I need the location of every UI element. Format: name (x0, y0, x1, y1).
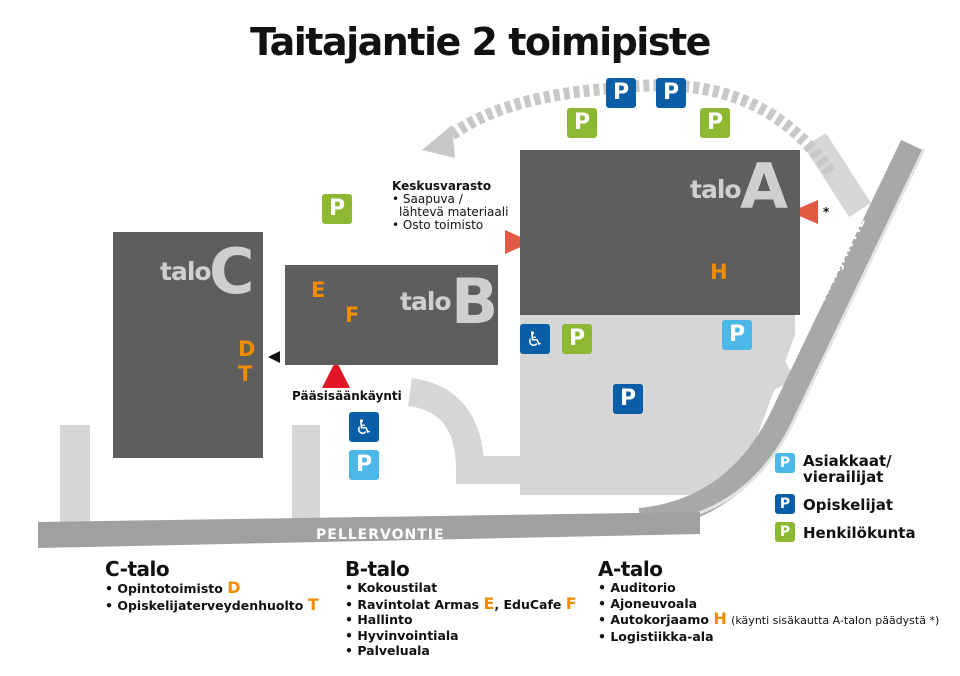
section-c-talo: C-talo Opintotoimisto D Opiskelijatervey… (105, 558, 319, 613)
section-a-talo: A-talo Auditorio Ajoneuvoala Autokorjaam… (598, 558, 939, 644)
list-item: Hyvinvointiala (345, 628, 577, 644)
keskusvarasto-item: Saapuva / (402, 192, 463, 206)
list-item: Logistiikka-ala (598, 629, 939, 645)
parking-students: P (606, 78, 636, 108)
item-text: Autokorjaamo (610, 612, 709, 627)
asterisk-label: * (823, 205, 830, 219)
wheelchair-parking-icon: ♿ (349, 412, 379, 442)
keskusvarasto-entrance-arrow (505, 230, 532, 254)
pellervontie-road (38, 512, 700, 548)
list-item: Ajoneuvoala (598, 596, 939, 612)
page-title: Taitajantie 2 toimipiste (250, 20, 711, 64)
pellervontie-label: PELLERVONTIE (316, 527, 445, 543)
marker-t: T (238, 362, 253, 386)
legend-visitors-swatch: P (775, 453, 795, 473)
list-item: Palveluala (345, 643, 577, 659)
parking-students: P (613, 384, 643, 414)
item-note: (käynti sisäkautta A-talon päädystä *) (731, 614, 940, 627)
section-title: B-talo (345, 557, 410, 581)
marker-f: F (565, 593, 577, 613)
access-road-east (740, 361, 795, 404)
a-end-entrance-arrow (790, 200, 818, 224)
legend-students-swatch: P (775, 494, 795, 514)
item-text: Opiskelijaterveydenhuolto (117, 597, 304, 613)
keskusvarasto-item: lähtevä materiaali (399, 205, 509, 219)
legend-staff-swatch: P (775, 522, 795, 542)
parking-staff: P (322, 194, 352, 224)
c-entrance-arrow (268, 351, 280, 363)
building-letter: C (209, 235, 255, 308)
legend-staff-label: Henkilökunta (803, 524, 916, 542)
building-label: talo (400, 287, 452, 316)
parking-lot (520, 315, 795, 495)
marker-e: E (483, 593, 495, 613)
building-c[interactable]: talo C D T (113, 232, 263, 458)
traffic-loop-arrow (441, 79, 835, 176)
building-b[interactable]: talo B E F (285, 265, 498, 365)
parking-staff: P (700, 108, 730, 138)
building-label: talo (160, 257, 212, 286)
list-item: Opintotoimisto D (105, 580, 319, 597)
marker-h: H (710, 260, 728, 284)
list-item: Ravintolat Armas E, EduCafe F (345, 593, 577, 613)
parking-visitors: P (722, 320, 752, 350)
list-item: Kokoustilat (345, 580, 577, 596)
marker-h: H (713, 609, 727, 628)
keskusvarasto-label: Keskusvarasto • Saapuva / lähtevä materi… (392, 179, 509, 232)
marker-t: T (307, 594, 319, 614)
item-text: Ravintolat Armas (357, 596, 480, 612)
keskusvarasto-title: Keskusvarasto (392, 179, 492, 193)
section-title: A-talo (598, 557, 663, 581)
list-item: Autokorjaamo H (käynti sisäkautta A-talo… (598, 611, 939, 629)
building-letter: A (740, 150, 788, 223)
parking-visitors: P (349, 450, 379, 480)
loop-arrowhead (422, 125, 455, 158)
parking-staff: P (567, 108, 597, 138)
building-a[interactable]: talo A H (520, 150, 800, 315)
access-road-curve (407, 378, 525, 484)
item-text: Opintotoimisto (117, 581, 223, 596)
marker-f: F (345, 303, 360, 327)
section-title: C-talo (105, 557, 170, 581)
item-text: , EduCafe (494, 596, 562, 612)
marker-d: D (227, 578, 241, 597)
section-b-talo: B-talo Kokoustilat Ravintolat Armas E, E… (345, 558, 577, 659)
main-entrance-label: Pääsisäänkäynti (292, 389, 402, 403)
list-item: Opiskelijaterveydenhuolto T (105, 594, 319, 614)
parking-staff: P (562, 324, 592, 354)
list-item: Hallinto (345, 612, 577, 628)
list-item: Auditorio (598, 580, 939, 596)
building-letter: B (451, 265, 499, 338)
access-road-west (60, 425, 90, 525)
wheelchair-parking-icon: ♿ (520, 324, 550, 354)
marker-d: D (238, 337, 256, 361)
main-entrance-arrow (322, 360, 350, 388)
parking-students: P (656, 78, 686, 108)
access-road-northeast (804, 132, 871, 218)
access-road-middle (292, 425, 320, 525)
legend-visitors-label: Asiakkaat/ vierailijat (803, 452, 892, 486)
legend-students-label: Opiskelijat (803, 496, 894, 514)
marker-e: E (311, 278, 326, 302)
building-label: talo (690, 175, 742, 204)
keskusvarasto-item: Osto toimisto (402, 218, 484, 232)
